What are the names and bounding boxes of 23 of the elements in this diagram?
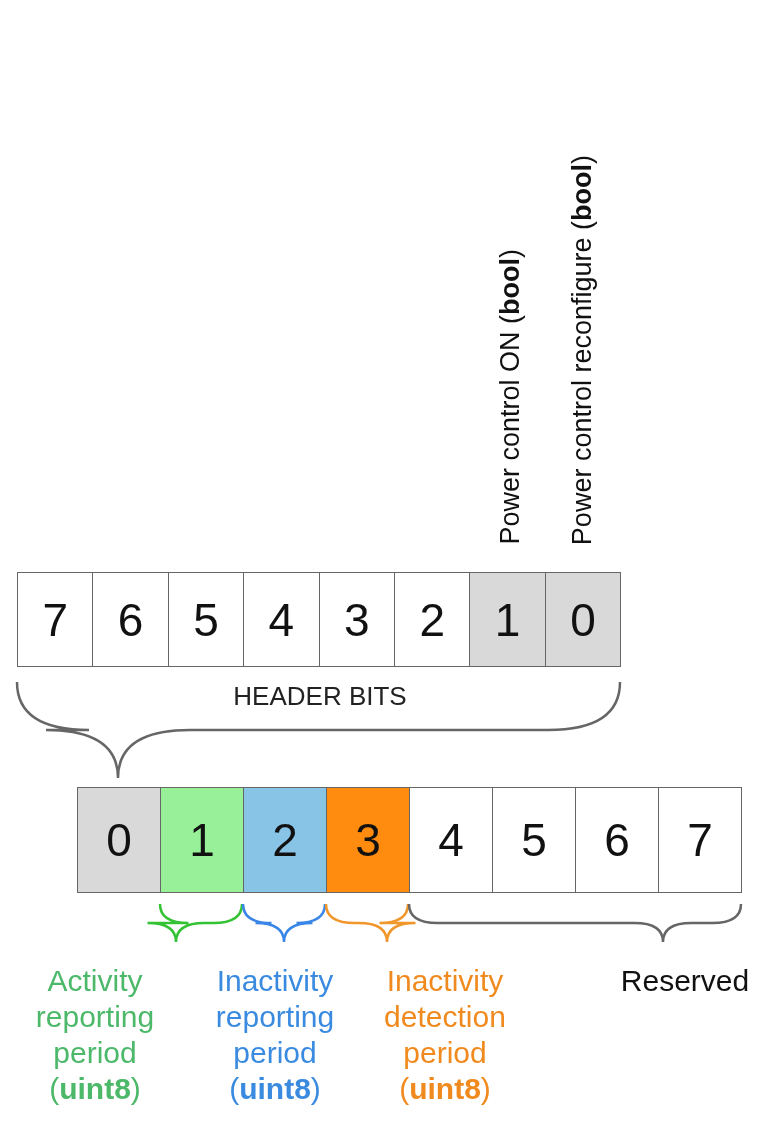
bit-cell: 1 (160, 787, 244, 893)
bit-cell: 5 (492, 787, 576, 893)
field-label: Inactivity reporting period (uint8) (214, 963, 336, 1107)
field-label: Inactivity detection period (uint8) (383, 963, 507, 1107)
bit-cell: 2 (243, 787, 327, 893)
field-label: Reserved (619, 963, 751, 999)
bit-cell: 5 (167, 572, 245, 667)
bit-cell: 6 (575, 787, 659, 893)
bit-cell: 7 (17, 572, 94, 667)
bit-cell: 0 (77, 787, 161, 893)
bit-cell: 7 (658, 787, 742, 893)
rotated-label: Power control reconfigure (bool) (567, 154, 598, 545)
bit-cell: 4 (409, 787, 493, 893)
field-label: Activity reporting period (uint8) (34, 963, 156, 1107)
bit-cell: 6 (92, 572, 169, 667)
bit-cell: 3 (318, 572, 395, 667)
bit-cell: 4 (243, 572, 320, 667)
bit-cell: 1 (469, 572, 546, 667)
field-label: HEADER BITS (232, 680, 408, 713)
bit-cell: 0 (544, 572, 622, 667)
bit-cell: 2 (394, 572, 471, 667)
rotated-label: Power control ON (bool) (495, 249, 526, 545)
bit-cell: 3 (326, 787, 410, 893)
